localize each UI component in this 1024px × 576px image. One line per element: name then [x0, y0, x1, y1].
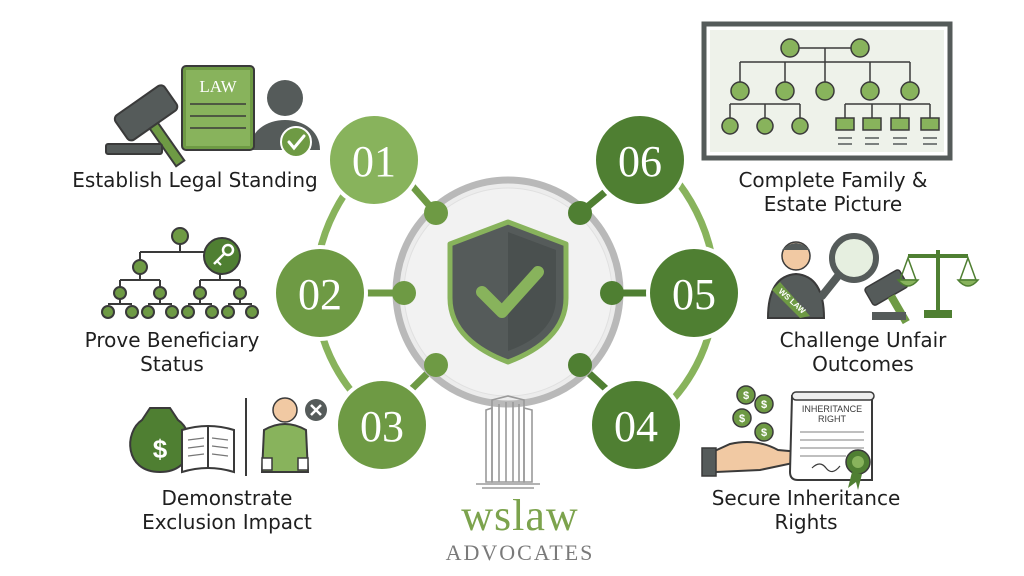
step-number-06: 06: [618, 137, 662, 186]
step-circle-01: 01: [326, 112, 422, 208]
step-label-04: Secure Inheritance Rights: [696, 486, 916, 534]
step-circle-02: 02: [272, 245, 368, 341]
building-tower-icon: [476, 395, 540, 489]
step-label-02-line2: Status: [140, 352, 204, 376]
step-label-04-line1: Secure Inheritance: [711, 486, 901, 510]
step-label-01-line1: Establish Legal Standing: [72, 168, 318, 192]
step-label-06-line2: Estate Picture: [763, 192, 903, 216]
step-label-05-line2: Outcomes: [812, 352, 914, 376]
step-number-05: 05: [672, 270, 716, 319]
money-bag-book-empty-pockets-icon: $: [129, 397, 327, 476]
step-label-03: Demonstrate Exclusion Impact: [130, 486, 324, 534]
step-label-03-line2: Exclusion Impact: [142, 510, 312, 534]
step-label-02-line1: Prove Beneficiary: [84, 328, 260, 352]
svg-text:$: $: [761, 427, 767, 439]
lawyer-magnifier-scales-icon: WS LAW: [766, 233, 980, 325]
step-label-05: Challenge Unfair Outcomes: [766, 328, 960, 376]
step-label-01: Establish Legal Standing: [60, 168, 330, 192]
doc-title-line1: INHERITANCE: [802, 404, 862, 414]
shield-check-icon: [447, 219, 569, 365]
step-number-04: 04: [614, 402, 658, 451]
brand-name: wslaw: [461, 491, 579, 540]
step-label-05-line1: Challenge Unfair: [779, 328, 947, 352]
step-label-04-line2: Rights: [774, 510, 838, 534]
step-number-01: 01: [352, 137, 396, 186]
step-label-06: Complete Family & Estate Picture: [720, 168, 946, 216]
step-circle-06: 06: [592, 112, 688, 208]
step-circle-04: 04: [588, 377, 684, 473]
estate-tree-board-icon: [701, 21, 953, 161]
svg-text:$: $: [761, 399, 767, 411]
step-circle-05: 05: [646, 245, 742, 341]
svg-text:$: $: [743, 390, 749, 402]
step-circle-03: 03: [334, 377, 430, 473]
step-label-02: Prove Beneficiary Status: [70, 328, 274, 376]
step-number-03: 03: [360, 402, 404, 451]
step-number-02: 02: [298, 270, 342, 319]
money-bag-dollar: $: [153, 434, 168, 464]
family-tree-key-icon: [101, 227, 259, 319]
inheritance-right-document-hand-coins-icon: $ $ $ $ INHERITANCE RIGHT: [701, 385, 875, 490]
step-label-03-line1: Demonstrate: [161, 486, 293, 510]
junction-dots: [392, 201, 624, 377]
law-book-text: LAW: [199, 77, 237, 96]
svg-text:$: $: [739, 413, 745, 425]
brand-tagline: ADVOCATES: [445, 540, 595, 565]
law-book-gavel-person-icon: LAW: [105, 65, 320, 168]
step-label-06-line1: Complete Family &: [738, 168, 928, 192]
doc-title-line2: RIGHT: [818, 414, 847, 424]
